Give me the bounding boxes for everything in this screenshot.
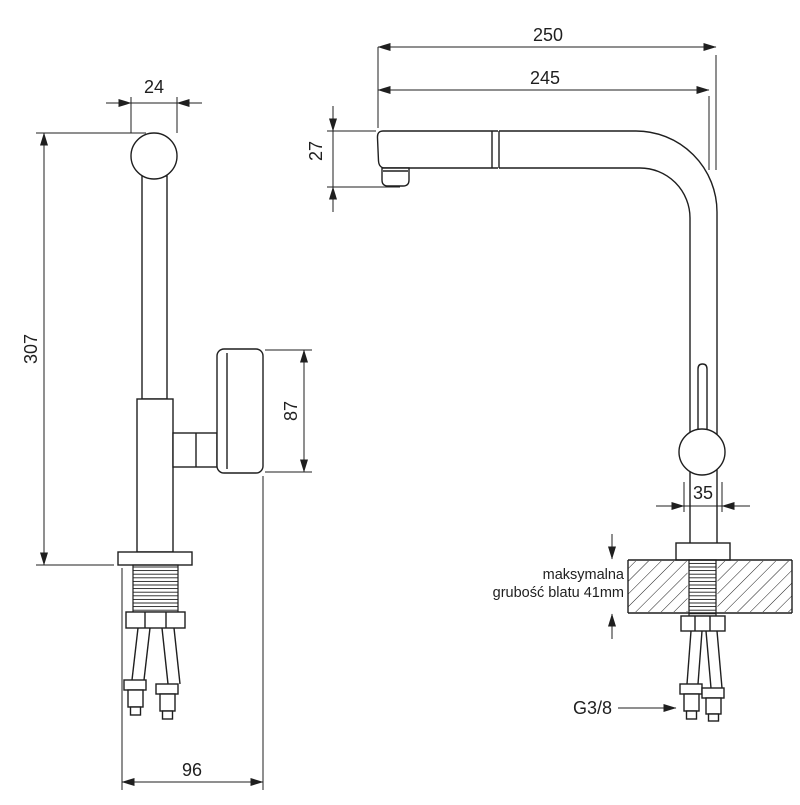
hose-fitting — [155, 683, 179, 695]
hose-fitting — [679, 683, 703, 695]
countertop — [627, 559, 793, 614]
thread-shank — [688, 559, 717, 617]
countertop-note-line2: grubość blatu 41mm — [493, 585, 624, 601]
dim-label-24: 24 — [144, 77, 164, 97]
supply-hose-left — [123, 627, 151, 716]
dim-body-width: 35 — [656, 482, 750, 512]
spout-head-circle — [130, 132, 178, 180]
base-flange — [675, 542, 731, 561]
supply-hose-left — [679, 630, 703, 720]
hose-fitting — [707, 713, 720, 722]
dim-spout-tip-height: 27 — [306, 106, 400, 212]
aerator — [381, 167, 410, 187]
handle-lever — [216, 348, 264, 474]
handle-ball — [678, 428, 726, 476]
dim-label-307: 307 — [21, 334, 41, 364]
handle-connector — [172, 432, 218, 468]
dim-handle-height: 87 — [265, 349, 312, 473]
dim-spout-reach: 245 — [377, 68, 710, 170]
hose-fitting — [683, 693, 700, 712]
dim-label-27: 27 — [306, 141, 326, 161]
hose-thread-label: G3/8 — [573, 698, 612, 718]
base-flange — [117, 551, 193, 566]
spout-inner-edge — [499, 167, 691, 543]
countertop-hatch — [628, 561, 688, 612]
countertop-hatch — [717, 561, 792, 612]
hose-fitting — [159, 693, 176, 712]
hose-fitting — [705, 697, 722, 715]
countertop-thickness-annotation: maksymalna grubość blatu 41mm — [493, 534, 625, 639]
spout-outer-edge — [499, 130, 718, 543]
dim-label-35: 35 — [693, 483, 713, 503]
countertop-note-line1: maksymalna — [543, 567, 625, 583]
handle-rod — [697, 363, 708, 431]
supply-hose-right — [701, 630, 725, 722]
hose-thread-callout: G3/8 — [573, 698, 677, 718]
dim-total-height: 307 — [21, 132, 146, 566]
faucet-body — [136, 398, 174, 553]
thread-shank — [132, 564, 179, 613]
side-view: 24 307 87 96 — [21, 77, 312, 790]
dim-label-245: 245 — [530, 68, 560, 88]
hose-fitting — [127, 689, 144, 708]
dim-label-96: 96 — [182, 760, 202, 780]
mounting-nut — [125, 611, 186, 629]
dim-label-87: 87 — [281, 401, 301, 421]
dim-spout-head-diameter: 24 — [106, 77, 202, 133]
hose-fitting — [129, 706, 142, 716]
hose-fitting — [161, 710, 174, 720]
pullout-spray-head — [376, 130, 498, 169]
dim-label-250: 250 — [533, 25, 563, 45]
riser-pipe — [141, 175, 168, 400]
hose-fitting — [685, 710, 698, 720]
supply-hose-right — [155, 627, 181, 720]
side-view-faucet-outline — [117, 132, 264, 720]
hose-fitting — [701, 687, 725, 699]
hose-fitting — [123, 679, 147, 691]
front-view-faucet-outline — [376, 130, 793, 722]
dim-base-depth: 96 — [121, 476, 264, 790]
dim-overall-reach: 250 — [377, 25, 717, 170]
mounting-nut — [680, 615, 726, 632]
front-view: 250 245 27 35 — [306, 25, 793, 722]
